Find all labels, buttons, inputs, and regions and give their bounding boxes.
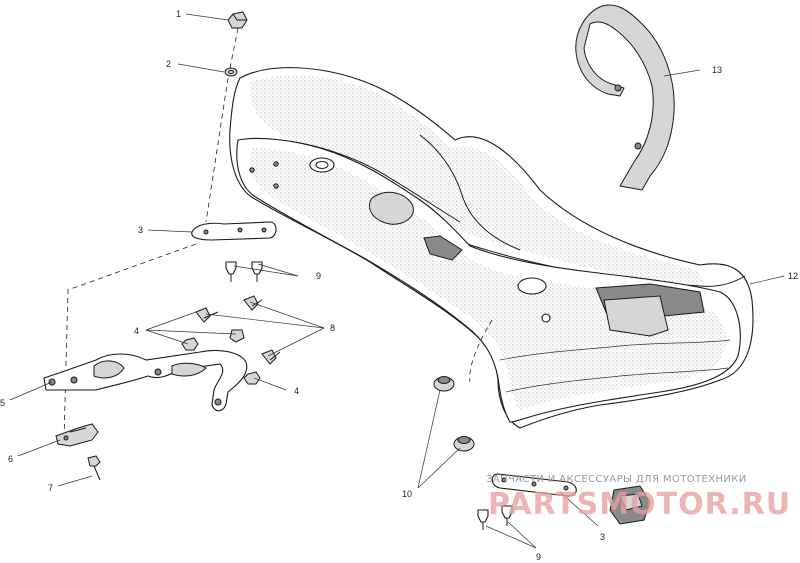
callout-8: 8 — [330, 323, 335, 333]
grab-strap-body — [575, 4, 675, 191]
callout-3-right: 3 — [600, 532, 605, 542]
seat-channel — [423, 235, 463, 261]
latch-block — [609, 485, 651, 525]
callout-9-right: 9 — [536, 552, 541, 562]
seat-front-boss — [309, 157, 335, 173]
leader-lines — [9, 13, 785, 549]
screws-part-9-right — [477, 505, 513, 530]
callout-10: 10 — [402, 489, 412, 499]
callout-2: 2 — [166, 59, 171, 69]
seat-latch-pocket — [368, 191, 414, 225]
callout-4-left: 4 — [134, 326, 139, 336]
seat-base-inner — [250, 148, 727, 410]
callout-7: 7 — [48, 483, 53, 493]
watermark-site: PARTSMOTOR.RU — [488, 487, 791, 522]
screws-part-9-left — [225, 261, 263, 282]
watermark: ЗАПЧАСТИ И АКСЕССУАРЫ ДЛЯ МОТОТЕХНИКИ PA… — [486, 474, 791, 522]
callout-4-right: 4 — [294, 386, 299, 396]
grab-strap-hole — [614, 84, 622, 92]
callout-1: 1 — [176, 9, 181, 19]
callout-12: 12 — [788, 271, 798, 281]
callout-9-left: 9 — [316, 271, 321, 281]
seat-mount-hole — [273, 161, 279, 167]
callout-6: 6 — [8, 454, 13, 464]
callout-5: 5 — [0, 398, 5, 408]
seat-grommet-hole — [541, 313, 551, 323]
callout-labels: 1 2 3 9 4 8 4 5 6 7 10 3 9 12 13 — [0, 9, 798, 562]
grommets-part-10 — [433, 376, 475, 452]
plate-part-3-left — [191, 221, 277, 241]
callout-13: 13 — [712, 65, 722, 75]
seat-front-boss-inner — [315, 161, 329, 169]
bracket-part-5 — [43, 349, 248, 412]
washer-part-2 — [224, 67, 238, 77]
seat-hinge-plate — [603, 295, 669, 337]
seat-mount-hole — [273, 183, 279, 189]
seat-base-contour — [499, 339, 731, 361]
seat-cushion-texture — [249, 75, 702, 286]
seat-mount-hole — [249, 167, 255, 173]
callout-3-left: 3 — [138, 225, 143, 235]
watermark-caption: ЗАПЧАСТИ И АКСЕССУАРЫ ДЛЯ МОТОТЕХНИКИ — [486, 474, 747, 485]
nut-part-1 — [227, 11, 248, 29]
grab-strap — [575, 4, 675, 191]
seat-seam-middle — [419, 134, 521, 251]
grab-strap-hole — [634, 142, 642, 150]
pin-part-7 — [87, 455, 101, 481]
seat-assembly — [229, 67, 754, 429]
seat-rear-boss — [517, 277, 547, 295]
seat-base-contour — [505, 367, 729, 393]
plate-part-3-right — [491, 473, 577, 497]
nuts-part-4 — [181, 337, 261, 385]
latch-part-6 — [55, 423, 99, 447]
